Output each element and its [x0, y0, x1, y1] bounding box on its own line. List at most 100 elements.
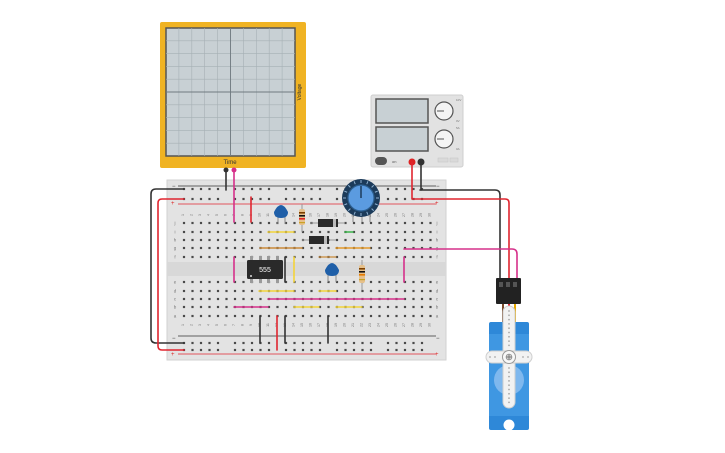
- rail-hole[interactable]: [250, 197, 254, 201]
- rail-hole[interactable]: [318, 341, 322, 345]
- breadboard-hole[interactable]: [182, 255, 186, 259]
- breadboard-hole[interactable]: [301, 230, 305, 234]
- rail-hole[interactable]: [191, 348, 194, 352]
- rail-hole[interactable]: [310, 187, 313, 191]
- breadboard-hole[interactable]: [242, 238, 245, 242]
- rail-hole[interactable]: [267, 197, 271, 201]
- breadboard-hole[interactable]: [369, 230, 373, 234]
- breadboard-hole[interactable]: [403, 280, 407, 284]
- breadboard-hole[interactable]: [352, 314, 356, 318]
- breadboard-hole[interactable]: [412, 305, 415, 309]
- breadboard-hole[interactable]: [208, 255, 211, 259]
- rail-hole[interactable]: [335, 341, 339, 345]
- rail-hole[interactable]: [293, 341, 296, 345]
- rail-hole[interactable]: [199, 341, 203, 345]
- rail-hole[interactable]: [293, 197, 296, 201]
- breadboard-hole[interactable]: [403, 230, 407, 234]
- breadboard-hole[interactable]: [378, 246, 381, 250]
- rail-hole[interactable]: [403, 341, 407, 345]
- breadboard-hole[interactable]: [216, 230, 220, 234]
- breadboard-hole[interactable]: [369, 280, 373, 284]
- breadboard-hole[interactable]: [199, 305, 203, 309]
- rail-hole[interactable]: [335, 348, 339, 352]
- breadboard-hole[interactable]: [395, 238, 398, 242]
- breadboard-hole[interactable]: [335, 289, 339, 293]
- breadboard-hole[interactable]: [429, 238, 432, 242]
- breadboard-hole[interactable]: [267, 238, 271, 242]
- breadboard-hole[interactable]: [310, 230, 313, 234]
- rail-hole[interactable]: [420, 187, 424, 191]
- breadboard-hole[interactable]: [199, 246, 203, 250]
- breadboard-hole[interactable]: [233, 230, 237, 234]
- rail-hole[interactable]: [369, 341, 373, 345]
- breadboard-hole[interactable]: [327, 230, 330, 234]
- breadboard-hole[interactable]: [318, 314, 322, 318]
- breadboard-hole[interactable]: [233, 297, 237, 301]
- breadboard-hole[interactable]: [403, 255, 407, 259]
- breadboard-hole[interactable]: [208, 305, 211, 309]
- rail-hole[interactable]: [233, 197, 237, 201]
- breadboard-hole[interactable]: [242, 314, 245, 318]
- breadboard-hole[interactable]: [250, 314, 254, 318]
- rail-hole[interactable]: [386, 341, 390, 345]
- rail-hole[interactable]: [352, 341, 356, 345]
- rail-hole[interactable]: [403, 187, 407, 191]
- rail-hole[interactable]: [242, 341, 245, 345]
- breadboard-hole[interactable]: [412, 289, 415, 293]
- breadboard-hole[interactable]: [284, 314, 288, 318]
- breadboard-hole[interactable]: [259, 230, 262, 234]
- breadboard-hole[interactable]: [420, 289, 424, 293]
- breadboard-hole[interactable]: [386, 314, 390, 318]
- breadboard-hole[interactable]: [369, 238, 373, 242]
- breadboard-hole[interactable]: [191, 238, 194, 242]
- rail-hole[interactable]: [216, 341, 220, 345]
- breadboard-hole[interactable]: [250, 246, 254, 250]
- breadboard-hole[interactable]: [208, 230, 211, 234]
- breadboard-hole[interactable]: [284, 255, 288, 259]
- rail-hole[interactable]: [191, 187, 194, 191]
- breadboard-hole[interactable]: [182, 289, 186, 293]
- breadboard-hole[interactable]: [310, 255, 313, 259]
- breadboard-hole[interactable]: [395, 255, 398, 259]
- breadboard-hole[interactable]: [242, 280, 245, 284]
- breadboard-hole[interactable]: [225, 297, 228, 301]
- breadboard-hole[interactable]: [344, 289, 347, 293]
- breadboard-hole[interactable]: [242, 289, 245, 293]
- breadboard-hole[interactable]: [352, 289, 356, 293]
- breadboard-hole[interactable]: [378, 221, 381, 225]
- breadboard-hole[interactable]: [191, 297, 194, 301]
- rail-hole[interactable]: [191, 341, 194, 345]
- breadboard-hole[interactable]: [225, 305, 228, 309]
- wire-servo-signal[interactable]: [403, 248, 518, 283]
- breadboard-hole[interactable]: [378, 238, 381, 242]
- breadboard-hole[interactable]: [199, 289, 203, 293]
- breadboard-hole[interactable]: [378, 305, 381, 309]
- breadboard-hole[interactable]: [199, 221, 203, 225]
- breadboard-hole[interactable]: [352, 221, 356, 225]
- breadboard-hole[interactable]: [233, 280, 237, 284]
- wires[interactable]: [150, 161, 518, 351]
- breadboard-hole[interactable]: [361, 238, 364, 242]
- breadboard-hole[interactable]: [412, 297, 415, 301]
- breadboard-hole[interactable]: [361, 314, 364, 318]
- rail-hole[interactable]: [208, 341, 211, 345]
- breadboard-hole[interactable]: [318, 305, 322, 309]
- rail-hole[interactable]: [250, 341, 254, 345]
- breadboard-hole[interactable]: [242, 255, 245, 259]
- breadboard-hole[interactable]: [191, 289, 194, 293]
- rail-hole[interactable]: [420, 341, 424, 345]
- breadboard-hole[interactable]: [403, 238, 407, 242]
- rail-hole[interactable]: [216, 197, 220, 201]
- wire-servo-ground[interactable]: [419, 189, 501, 283]
- rail-hole[interactable]: [412, 187, 415, 191]
- breadboard-hole[interactable]: [420, 314, 424, 318]
- breadboard-hole[interactable]: [301, 280, 305, 284]
- breadboard-hole[interactable]: [250, 289, 254, 293]
- breadboard-hole[interactable]: [259, 238, 262, 242]
- rail-hole[interactable]: [233, 341, 237, 345]
- breadboard-hole[interactable]: [412, 221, 415, 225]
- rail-hole[interactable]: [412, 348, 415, 352]
- rail-hole[interactable]: [284, 341, 288, 345]
- breadboard-hole[interactable]: [344, 314, 347, 318]
- breadboard-hole[interactable]: [267, 314, 271, 318]
